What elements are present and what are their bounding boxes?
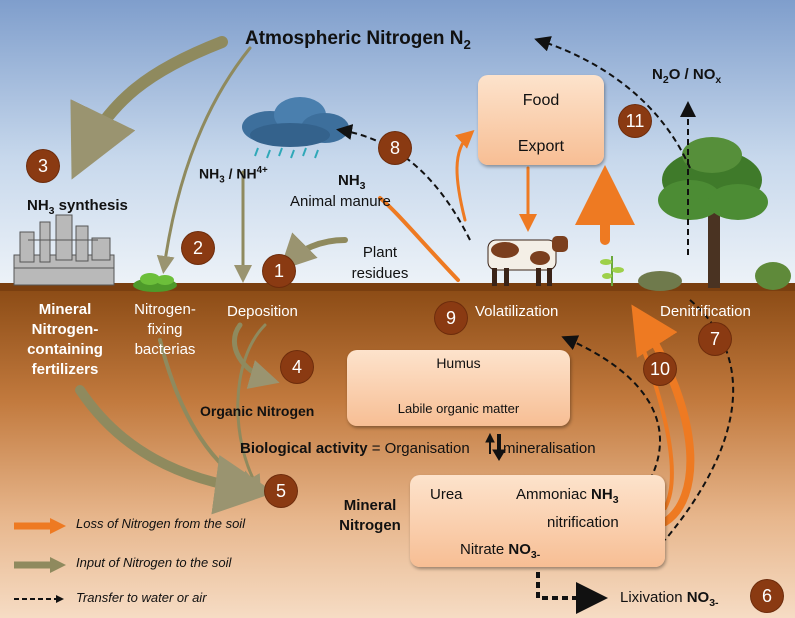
step-badge-6: 6	[751, 580, 783, 612]
input-arrows	[70, 36, 348, 515]
food-export-box	[478, 75, 604, 165]
fixing-bacteria-line2: fixing	[147, 321, 183, 338]
fixing-bacteria-line1: Nitrogen-	[134, 301, 196, 318]
mineral-fertilizers-line4: fertilizers	[31, 361, 99, 378]
ammoniac-label: Ammoniac NH3	[516, 486, 619, 506]
step-badge-10: 10	[644, 353, 676, 385]
mineralisation-label: mineralisation	[503, 440, 596, 457]
mineral-fertilizers-line3: containing	[27, 341, 103, 358]
legend-swatches	[14, 518, 66, 603]
humus-label: Humus	[436, 355, 481, 371]
volatilization-label: Volatilization	[475, 303, 559, 320]
soil-surface	[0, 283, 795, 291]
plant-patch-icon	[133, 273, 177, 292]
mineral-fertilizers-line1: Mineral	[38, 301, 92, 318]
biological-activity-line: Biological activity = Organisation	[240, 440, 470, 457]
bush-icon	[755, 262, 791, 290]
step-badge-8: 8	[379, 132, 411, 164]
nitrification-label: nitrification	[547, 514, 619, 531]
step-badge-3: 3	[27, 150, 59, 182]
mineral-fertilizers-line2: Nitrogen-	[31, 321, 99, 338]
denitrification-label: Denitrification	[660, 303, 751, 320]
factory-icon	[13, 214, 115, 286]
nh3-synthesis-label: NH3 synthesis	[27, 197, 128, 217]
animal-manure-label: Animal manure	[290, 193, 391, 210]
humus-box	[347, 350, 570, 426]
transfer-arrows	[336, 36, 735, 614]
step-badge-11: 11	[619, 105, 651, 137]
cow-icon	[487, 236, 568, 286]
deposition-label: Deposition	[227, 303, 298, 320]
export-label: Export	[517, 138, 565, 155]
step-badge-7: 7	[699, 323, 731, 355]
labile-organic-matter-label: Labile organic matter	[397, 401, 520, 416]
mineral-nitrogen-line2: Nitrogen	[339, 517, 401, 534]
rain-cloud-icon	[242, 97, 349, 159]
food-label: Food	[522, 92, 560, 109]
lixivation-label: Lixivation NO3-	[620, 589, 719, 609]
atmospheric-nitrogen-title: Atmospheric Nitrogen N2	[245, 28, 471, 52]
step-badge-2: 2	[182, 232, 214, 264]
mineral-nitrogen-box	[410, 475, 665, 567]
legend-loss-label: Loss of Nitrogen from the soil	[76, 516, 246, 531]
step-badge-1: 1	[263, 255, 295, 287]
plant-label: Plant	[362, 244, 398, 261]
residues-label: residues	[351, 265, 409, 282]
sprout-icon	[600, 256, 624, 286]
legend-transfer-label: Transfer to water or air	[76, 590, 207, 605]
nh3-nh4-label: NH3 / NH4+	[199, 165, 268, 186]
nh3-label: NH3	[338, 172, 366, 192]
mineral-nitrogen-line1: Mineral	[343, 497, 397, 514]
urea-label: Urea	[430, 486, 463, 503]
step-badge-4: 4	[281, 351, 313, 383]
step-badge-5: 5	[265, 475, 297, 507]
bush-icon	[638, 271, 682, 291]
nitrate-label: Nitrate NO3-	[460, 541, 541, 561]
fixing-bacteria-line3: bacterias	[134, 341, 196, 358]
n2o-nox-label: N2O / NOx	[652, 66, 722, 86]
organic-nitrogen-label: Organic Nitrogen	[200, 403, 315, 419]
step-badge-9: 9	[435, 302, 467, 334]
legend-input-label: Input of Nitrogen to the soil	[76, 555, 232, 570]
